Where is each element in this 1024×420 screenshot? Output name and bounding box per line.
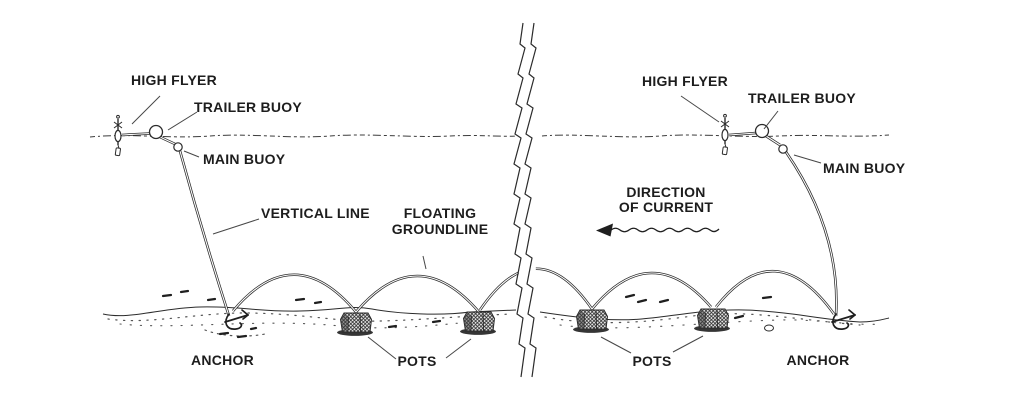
label-direction-of-current: DIRECTION OF CURRENT (606, 185, 726, 215)
pot-icon (459, 311, 497, 336)
label-vertical-line: VERTICAL LINE (261, 205, 370, 221)
label-anchor-right: ANCHOR (786, 352, 850, 368)
pot-icon (572, 309, 610, 334)
label-direction-line1: DIRECTION (626, 184, 706, 200)
pebble (764, 324, 774, 332)
label-pots-left: POTS (397, 353, 437, 369)
label-main-buoy-right: MAIN BUOY (823, 160, 906, 176)
pot-icon (336, 312, 374, 337)
diagram-break (513, 19, 537, 381)
label-anchor-left: ANCHOR (191, 352, 254, 368)
label-floating-groundline-line2: GROUNDLINE (391, 221, 489, 237)
label-trailer-buoy-right: TRAILER BUOY (748, 90, 856, 106)
label-main-buoy-left: MAIN BUOY (203, 151, 286, 167)
rope-lines (121, 131, 838, 317)
main-buoy-icon (778, 144, 788, 154)
high-flyer-icon (720, 113, 730, 156)
trailer-buoy-icon (148, 124, 164, 140)
pot-icon (693, 308, 731, 333)
leader-lines (131, 95, 822, 360)
seafloor-debris (161, 289, 773, 339)
current-arrow-icon (596, 223, 720, 237)
label-direction-line2: OF CURRENT (618, 199, 714, 215)
label-floating-groundline-line1: FLOATING (403, 205, 477, 221)
label-high-flyer-right: HIGH FLYER (642, 73, 728, 89)
high-flyer-icon (113, 114, 123, 157)
water-surface-line (89, 134, 890, 138)
label-pots-right: POTS (632, 353, 672, 369)
main-buoy-icon (173, 142, 183, 152)
label-floating-groundline: FLOATING GROUNDLINE (384, 205, 496, 237)
label-high-flyer-left: HIGH FLYER (131, 72, 217, 88)
label-trailer-buoy-left: TRAILER BUOY (194, 99, 302, 115)
seafloor (102, 306, 890, 323)
